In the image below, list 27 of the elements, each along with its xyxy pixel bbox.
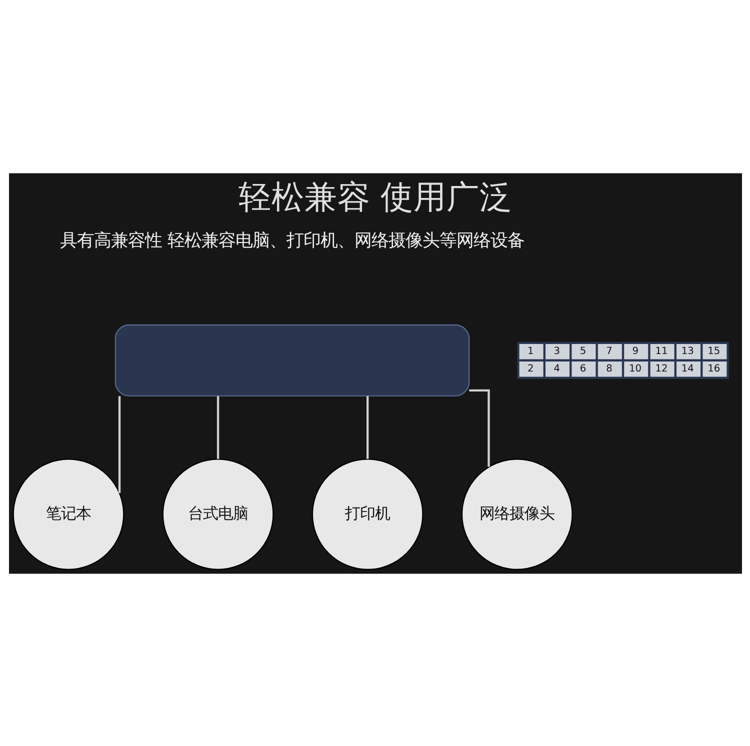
- connector: [118, 396, 120, 493]
- label: 2: [527, 363, 534, 374]
- connector: [216, 396, 219, 458]
- label: 15: [707, 346, 720, 357]
- label: 1: [527, 346, 534, 357]
- connector: [366, 396, 368, 458]
- label: 14: [680, 363, 694, 374]
- node-circle: 笔记本: [12, 458, 124, 570]
- label: 11: [654, 346, 668, 357]
- label: 10: [628, 363, 642, 374]
- label: 16: [707, 363, 720, 374]
- label: 具有高兼容性 轻松兼容电脑、打印机、网络摄像头等网络设备: [59, 230, 524, 251]
- node-circle: 台式电脑: [162, 458, 274, 570]
- label: 5: [579, 346, 586, 357]
- label: 7: [606, 346, 612, 357]
- label: 12: [654, 363, 668, 374]
- label: 8: [606, 363, 612, 374]
- diagram-title: 轻松兼容 使用广泛: [238, 178, 512, 216]
- connector: [468, 388, 490, 466]
- label: 13: [680, 346, 694, 357]
- node-box: [114, 324, 470, 396]
- node-circle: 网络摄像头: [460, 458, 572, 570]
- label: 3: [553, 346, 560, 357]
- label: 6: [579, 363, 586, 374]
- label: 4: [553, 363, 560, 374]
- node-circle: 打印机: [311, 458, 423, 570]
- label: 9: [632, 346, 638, 357]
